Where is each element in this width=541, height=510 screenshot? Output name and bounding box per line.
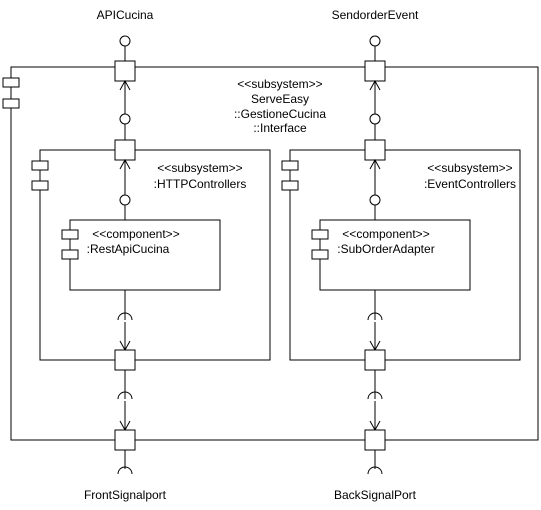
suborder-component-icon-tab-bottom xyxy=(311,249,329,260)
http-required-socket xyxy=(117,391,133,400)
event-subsystem-icon-tab-bottom xyxy=(281,180,299,191)
outer-top-right-port[interactable] xyxy=(364,60,386,82)
outer-bottom-left-port[interactable] xyxy=(114,429,136,451)
front-signal-socket xyxy=(117,466,133,475)
suborder-provided-lollipop xyxy=(369,194,381,206)
suborder-component-icon-tab-top xyxy=(311,229,329,240)
rest-component-icon-tab-top xyxy=(61,229,79,240)
http-top-port[interactable] xyxy=(114,139,136,161)
http-subsystem-stereotype: <<subsystem>> xyxy=(157,161,242,175)
event-provided-lollipop xyxy=(369,113,381,125)
send-order-event-lollipop xyxy=(369,35,381,47)
front-signal-port-label: FrontSignalport xyxy=(84,488,167,502)
back-signal-socket xyxy=(367,466,383,475)
suborder-component-box xyxy=(319,219,471,291)
rest-component-icon-tab-bottom xyxy=(61,249,79,260)
http-subsystem-icon-tab-bottom xyxy=(31,180,49,191)
event-subsystem-icon-tab-top xyxy=(281,160,299,171)
outer-component-icon-tab-bottom xyxy=(2,98,20,109)
rest-api-component: <<component>> :RestApiCucina xyxy=(61,219,221,291)
api-cucina-lollipop xyxy=(119,35,131,47)
rest-required-socket xyxy=(117,312,133,321)
http-subsystem-icon-tab-top xyxy=(31,160,49,171)
outer-subsystem-name-line1: ServeEasy xyxy=(251,92,309,106)
send-order-event-label: SendorderEvent xyxy=(332,8,419,22)
rest-component-box xyxy=(69,219,221,291)
outer-top-left-port[interactable] xyxy=(114,60,136,82)
rest-component-stereotype: <<component>> xyxy=(92,227,179,241)
outer-subsystem-name-line2: ::GestioneCucina xyxy=(234,107,326,121)
event-subsystem-name: :EventControllers xyxy=(424,177,516,191)
event-top-port[interactable] xyxy=(364,139,386,161)
rest-provided-lollipop xyxy=(119,194,131,206)
right-connector-column xyxy=(364,35,386,475)
outer-subsystem-stereotype: <<subsystem>> xyxy=(237,77,322,91)
http-provided-lollipop xyxy=(119,113,131,125)
suborder-component-stereotype: <<component>> xyxy=(342,227,429,241)
outer-subsystem-name-line3: ::Interface xyxy=(253,121,307,135)
event-bottom-port[interactable] xyxy=(364,349,386,371)
http-subsystem-name: :HTTPControllers xyxy=(154,177,247,191)
api-cucina-label: APICucina xyxy=(97,8,154,22)
left-middle-arrowhead xyxy=(119,158,131,170)
outer-component-icon-tab-top xyxy=(2,77,20,88)
outer-bottom-right-port[interactable] xyxy=(364,429,386,451)
back-signal-port-label: BackSignalPort xyxy=(334,488,417,502)
right-upper-arrowhead xyxy=(369,79,381,91)
suborder-required-socket xyxy=(367,312,383,321)
right-middle-arrowhead xyxy=(369,158,381,170)
http-bottom-port[interactable] xyxy=(114,349,136,371)
rest-component-name: :RestApiCucina xyxy=(87,242,170,256)
left-upper-arrowhead xyxy=(119,79,131,91)
suborder-adapter-component: <<component>> :SubOrderAdapter xyxy=(311,219,471,291)
left-connector-column xyxy=(114,35,136,475)
event-subsystem-stereotype: <<subsystem>> xyxy=(427,161,512,175)
event-required-socket xyxy=(367,391,383,400)
suborder-component-name: :SubOrderAdapter xyxy=(337,242,434,256)
